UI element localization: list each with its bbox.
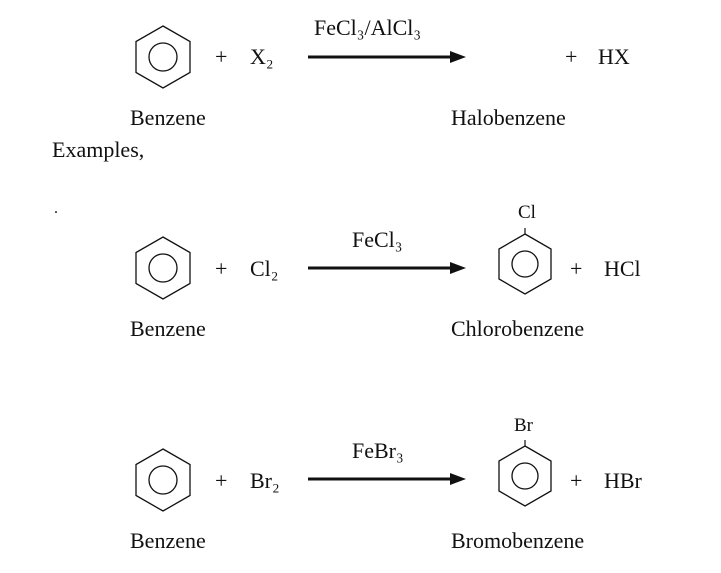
plus-sign: +	[215, 468, 228, 493]
examples-label: Examples,	[52, 137, 145, 162]
reaction-arrow	[308, 262, 466, 274]
plus-sign: +	[215, 256, 228, 281]
stray-dot: .	[54, 200, 58, 217]
reactant-name: Benzene	[130, 528, 206, 553]
plus-sign: +	[570, 468, 583, 493]
product-name: Halobenzene	[451, 105, 566, 130]
byproduct-formula: HX	[598, 44, 630, 69]
reactant-name: Benzene	[130, 105, 206, 130]
catalyst-label: FeCl₃/AlCl₃	[314, 15, 422, 40]
benzene-ring	[135, 236, 191, 300]
benzene-ring	[135, 448, 191, 512]
product-name: Chlorobenzene	[451, 316, 585, 341]
plus-sign: +	[570, 256, 583, 281]
byproduct-formula: HBr	[604, 468, 642, 493]
reactant-name: Benzene	[130, 316, 206, 341]
substituent-label: Cl	[518, 202, 536, 223]
reaction-arrow	[308, 51, 466, 63]
chlorobenzene-ring	[498, 228, 552, 295]
plus-sign: +	[565, 44, 578, 69]
reaction-arrow	[308, 473, 466, 485]
substituent-label: Br	[514, 415, 533, 436]
reagent-formula: Cl₂	[250, 256, 279, 281]
catalyst-label: FeCl₃	[352, 227, 403, 252]
byproduct-formula: HCl	[604, 256, 641, 281]
product-name: Bromobenzene	[451, 528, 585, 553]
reagent-formula: X₂	[250, 44, 274, 69]
bromobenzene-ring	[498, 440, 552, 507]
catalyst-label: FeBr₃	[352, 438, 404, 463]
plus-sign: +	[215, 44, 228, 69]
reagent-formula: Br₂	[250, 468, 280, 493]
benzene-ring	[135, 25, 191, 89]
